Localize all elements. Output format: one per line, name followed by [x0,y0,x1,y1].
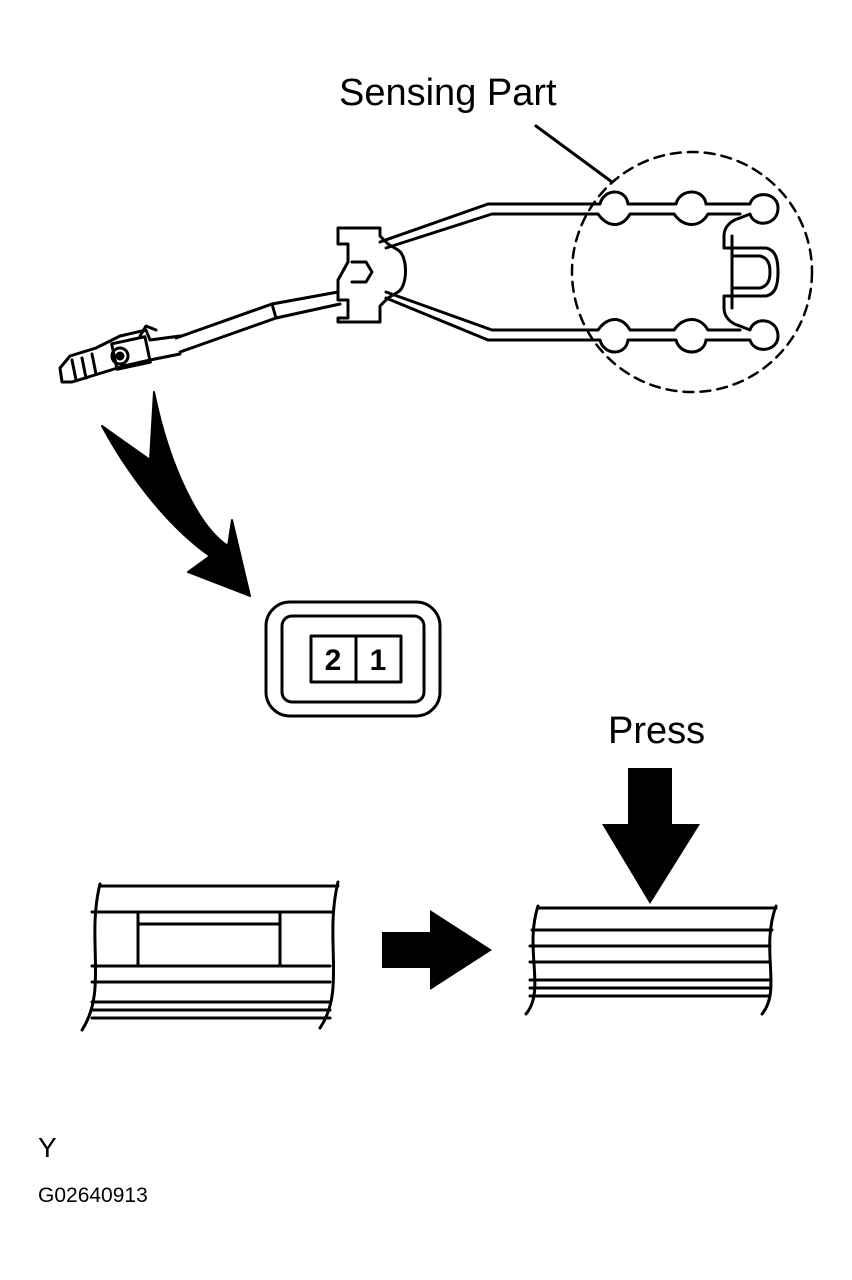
corner-letter: Y [38,1132,57,1163]
press-label: Press [608,710,706,752]
curved-arrow-icon [101,391,251,597]
leader-line [534,124,614,184]
connector-pin-1: 1 [370,644,387,677]
right-arrow-icon [382,910,492,990]
cable-connector-plug [58,324,182,384]
figure-code: G02640913 [38,1184,148,1207]
sensing-area-circle [570,150,814,394]
sensor-cable [174,290,342,354]
sensing-part-label: Sensing Part [339,72,557,114]
sensor-assembly [58,124,814,597]
mounting-bracket [336,226,407,324]
upper-sensor-strip [378,190,780,354]
press-arrow-icon [602,768,700,904]
sensor-after-press [524,904,778,1016]
sensor-before-press [80,880,340,1032]
connector-face: 2 1 [264,600,442,718]
connector-pin-2: 2 [325,644,342,677]
